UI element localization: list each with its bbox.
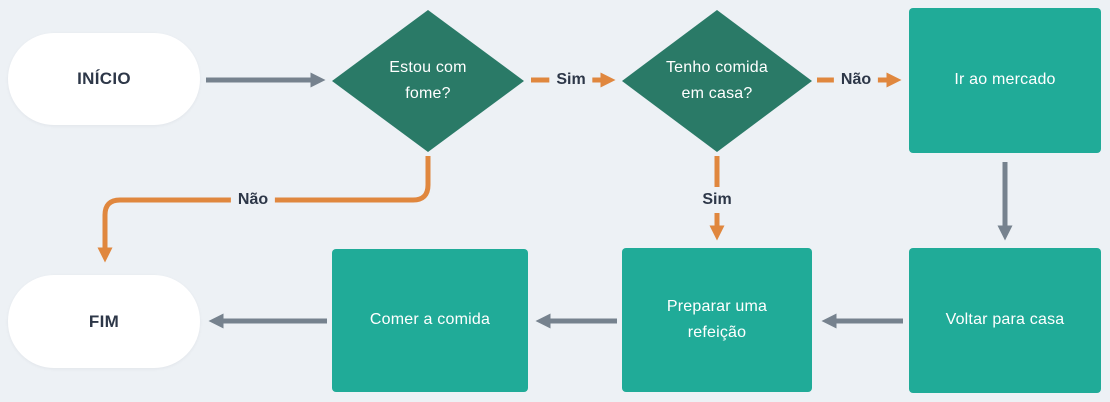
node-end[interactable]: FIM (8, 275, 200, 368)
node-eat-label: Comer a comida (369, 311, 491, 329)
edge-label-sim-hungry-food: Sim (549, 67, 593, 93)
node-start-label: INÍCIO (77, 69, 131, 88)
node-go-to-market[interactable]: Ir ao mercado (909, 8, 1101, 153)
node-eat-food[interactable]: Comer a comida (332, 249, 528, 392)
node-market-label: Ir ao mercado (954, 71, 1056, 89)
node-return-home[interactable]: Voltar para casa (909, 248, 1101, 393)
node-food-label: Tenho comida em casa? (665, 58, 769, 102)
edge-label-nao-food-market: Não (833, 67, 879, 93)
edge-label-sim-food-prepare: Sim (695, 187, 739, 213)
node-return-label: Voltar para casa (945, 311, 1065, 329)
node-hungry-label: Estou com fome? (389, 58, 467, 102)
node-prepare-label: Preparar uma refeição (666, 297, 768, 341)
node-end-label: FIM (88, 311, 120, 331)
edge-label-nao-hungry-end: Não (230, 187, 276, 213)
node-start[interactable]: INÍCIO (8, 33, 200, 125)
node-prepare-meal[interactable]: Preparar uma refeição (622, 248, 812, 392)
